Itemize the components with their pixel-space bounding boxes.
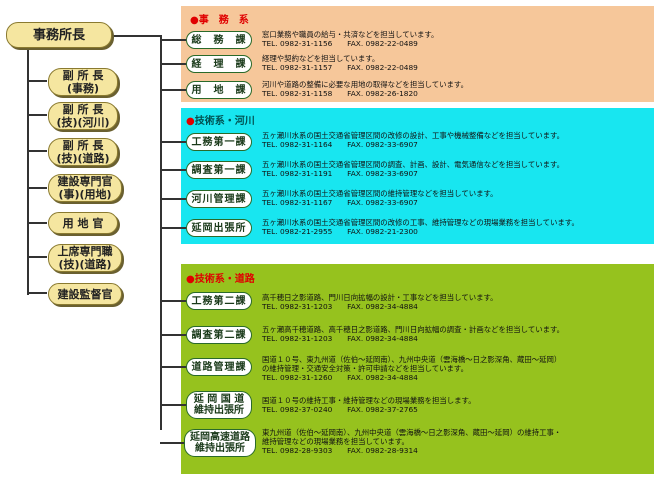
dept-desc-text: 五ヶ瀬川水系の国土交通省管理区間の改修の設計、工事や機械整備などを担当しています…	[262, 131, 565, 140]
section-road-panel	[181, 264, 654, 474]
dept-desc-text: 五ヶ瀬川水系の国土交通省管理区間の改修の工事、維持管理などの現場業務を担当してい…	[262, 218, 579, 227]
connector-branch	[160, 442, 186, 444]
root-node-director: 事務所長	[6, 22, 112, 48]
section-road-title: ●技術系・道路	[186, 270, 255, 285]
dept-desc-text: 経理や契約などを担当しています。	[262, 54, 380, 63]
dept-tel-fax: TEL. 0982-21-2955 FAX. 0982-21-2300	[262, 227, 418, 236]
connector-chain-tick	[27, 187, 47, 189]
section-admin-title-mark: ●	[190, 15, 199, 26]
connector-branch	[160, 404, 186, 406]
connector-branch	[160, 334, 186, 336]
connector-branch	[160, 300, 186, 302]
dept-land-desc: 河川や道路の整備に必要な用地の取得などを担当しています。 TEL. 0982-3…	[262, 80, 468, 98]
section-river-title-text: 技術系・河川	[194, 116, 255, 127]
dept-nobeoka-expressway: 延岡高速道路 維持出張所	[184, 429, 256, 457]
deputy-director-admin: 副 所 長 (事務)	[48, 68, 118, 96]
section-river-title: ●技術系・河川	[186, 112, 255, 127]
land-officer: 用 地 官	[48, 212, 118, 234]
dept-nobeoka-expressway-desc: 東九州道（佐伯～延岡南）、九州中央道（雲海橋～日之影深角、蔵田～延岡）の維持工事…	[262, 428, 561, 455]
dept-tel-fax: TEL. 0982-28-9303 FAX. 0982-28-9314	[262, 446, 418, 455]
dept-nobeoka-national-road-desc: 国道１０号の維持工事・維持管理などの現場業務を担当します。 TEL. 0982-…	[262, 396, 476, 414]
connector-root-to-chain	[27, 45, 29, 295]
dept-general-affairs: 総 務 課	[186, 31, 252, 49]
connector-chain-tick	[27, 292, 47, 294]
section-admin-panel	[181, 6, 654, 102]
dept-desc-text: 河川や道路の整備に必要な用地の取得などを担当しています。	[262, 80, 468, 89]
dept-survey-1: 調査第一課	[186, 161, 252, 179]
connector-branch	[160, 89, 186, 91]
section-road-title-mark: ●	[186, 274, 195, 285]
dept-tel-fax: TEL. 0982-31-1191 FAX. 0982-33-6907	[262, 169, 418, 178]
dept-works-2: 工務第二課	[186, 292, 252, 310]
dept-works-2-desc: 高千穂日之影道路、門川日向拡幅の設計・工事などを担当しています。 TEL. 09…	[262, 293, 498, 311]
connector-branch	[160, 141, 186, 143]
dept-desc-text: 五ヶ瀬川水系の国土交通省管理区間の維持管理などを担当しています。	[262, 189, 498, 198]
dept-survey-2: 調査第二課	[186, 326, 252, 344]
dept-tel-fax: TEL. 0982-31-1260 FAX. 0982-34-4884	[262, 373, 418, 382]
connector-chain-tick	[27, 222, 47, 224]
dept-tel-fax: TEL. 0982-31-1167 FAX. 0982-33-6907	[262, 198, 418, 207]
dept-works-1-desc: 五ヶ瀬川水系の国土交通省管理区間の改修の設計、工事や機械整備などを担当しています…	[262, 131, 564, 149]
dept-tel-fax: TEL. 0982-31-1203 FAX. 0982-34-4884	[262, 334, 418, 343]
connector-chain-tick	[27, 256, 47, 258]
dept-tel-fax: TEL. 0982-31-1164 FAX. 0982-33-6907	[262, 140, 418, 149]
construction-specialist: 建設専門官 (事)(用地)	[48, 174, 122, 202]
dept-accounting: 経 理 課	[186, 55, 252, 73]
dept-river-management: 河川管理課	[186, 190, 252, 208]
dept-road-management: 道路管理課	[186, 358, 252, 376]
dept-road-management-desc: 国道１０号、東九州道（佐伯～延岡南）、九州中央道（雲海橋～日之影深角、蔵田～延岡…	[262, 355, 561, 382]
connector-branch	[160, 39, 186, 41]
dept-tel-fax: TEL. 0982-31-1156 FAX. 0982-22-0489	[262, 39, 418, 48]
senior-specialist: 上席専門職 (技)(道路)	[48, 244, 122, 272]
dept-nobeoka-office: 延岡出張所	[186, 219, 252, 237]
connector-branch	[160, 198, 186, 200]
section-river-panel	[181, 108, 654, 244]
dept-survey-1-desc: 五ヶ瀬川水系の国土交通省管理区間の調査、計画、設計、電気通信などを担当しています…	[262, 160, 564, 178]
connector-root-to-trunk	[112, 35, 162, 37]
deputy-director-road: 副 所 長 (技)(道路)	[48, 138, 118, 166]
connector-branch	[160, 227, 186, 229]
connector-branch	[160, 63, 186, 65]
dept-survey-2-desc: 五ヶ瀬高千穂道路、高千穂日之影道路、門川日向拡幅の調査・計画などを担当しています…	[262, 325, 564, 343]
dept-nobeoka-national-road: 延 岡 国 道 維持出張所	[186, 391, 252, 419]
dept-land: 用 地 課	[186, 81, 252, 99]
connector-trunk	[160, 35, 162, 430]
deputy-director-river: 副 所 長 (技)(河川)	[48, 102, 118, 130]
dept-desc-text: 五ヶ瀬川水系の国土交通省管理区間の調査、計画、設計、電気通信などを担当しています…	[262, 160, 565, 169]
connector-branch	[160, 169, 186, 171]
dept-nobeoka-office-desc: 五ヶ瀬川水系の国土交通省管理区間の改修の工事、維持管理などの現場業務を担当してい…	[262, 218, 579, 236]
dept-river-management-desc: 五ヶ瀬川水系の国土交通省管理区間の維持管理などを担当しています。 TEL. 09…	[262, 189, 498, 207]
connector-chain-tick	[27, 150, 47, 152]
dept-desc-text: 東九州道（佐伯～延岡南）、九州中央道（雲海橋～日之影深角、蔵田～延岡）の維持工事…	[262, 428, 562, 446]
dept-desc-text: 高千穂日之影道路、門川日向拡幅の設計・工事などを担当しています。	[262, 293, 498, 302]
section-road-title-text: 技術系・道路	[194, 274, 255, 285]
dept-accounting-desc: 経理や契約などを担当しています。 TEL. 0982-31-1157 FAX. …	[262, 54, 418, 72]
connector-chain-tick	[27, 114, 47, 116]
dept-desc-text: 国道１０号、東九州道（佐伯～延岡南）、九州中央道（雲海橋～日之影深角、蔵田～延岡…	[262, 355, 562, 373]
dept-tel-fax: TEL. 0982-31-1157 FAX. 0982-22-0489	[262, 63, 418, 72]
section-admin-title-text: 事 務 系	[198, 15, 249, 26]
construction-supervisor: 建設監督官	[48, 283, 122, 305]
dept-tel-fax: TEL. 0982-31-1158 FAX. 0982-26-1820	[262, 89, 418, 98]
dept-desc-text: 窓口業務や職員の給与・共済などを担当しています。	[262, 30, 439, 39]
dept-desc-text: 五ヶ瀬高千穂道路、高千穂日之影道路、門川日向拡幅の調査・計画などを担当しています…	[262, 325, 565, 334]
connector-branch	[160, 366, 186, 368]
dept-works-1: 工務第一課	[186, 133, 252, 151]
dept-tel-fax: TEL. 0982-31-1203 FAX. 0982-34-4884	[262, 302, 418, 311]
dept-tel-fax: TEL. 0982-37-0240 FAX. 0982-37-2765	[262, 405, 418, 414]
dept-desc-text: 国道１０号の維持工事・維持管理などの現場業務を担当します。	[262, 396, 476, 405]
connector-chain-tick	[27, 80, 47, 82]
dept-general-affairs-desc: 窓口業務や職員の給与・共済などを担当しています。 TEL. 0982-31-11…	[262, 30, 438, 48]
section-river-title-mark: ●	[186, 116, 195, 127]
section-admin-title: ●事 務 系	[190, 11, 249, 26]
